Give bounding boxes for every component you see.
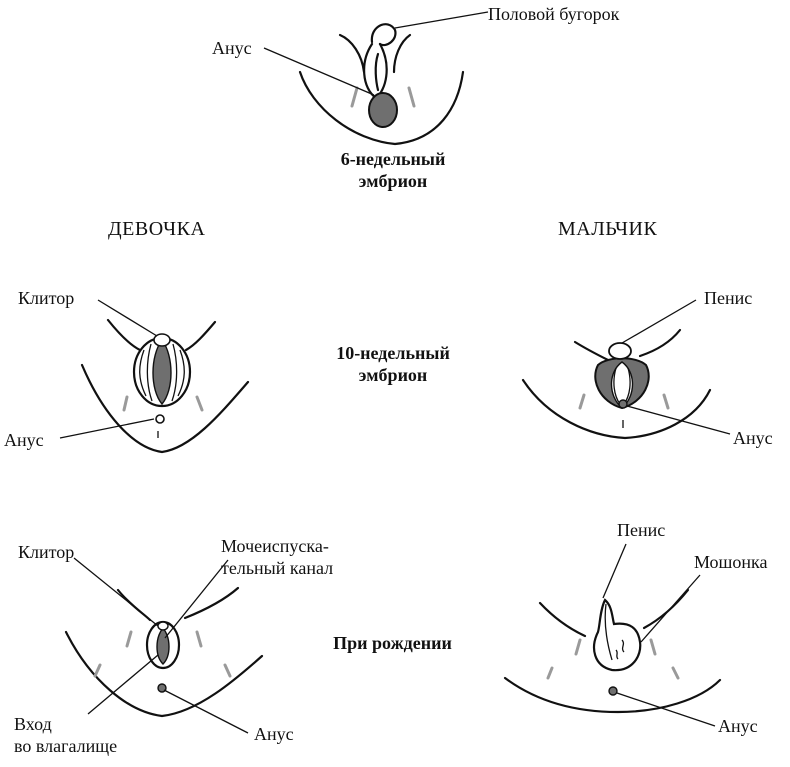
leader-clitoris-birth — [73, 557, 159, 627]
birth-girl-drawing — [64, 557, 264, 734]
label-anus-6w: Анус — [212, 38, 252, 58]
label-penis-10w: Пенис — [704, 288, 753, 308]
leader-vagina-entrance — [87, 654, 159, 715]
leader-anus-girl-birth — [163, 689, 249, 734]
label-anus-girl-birth: Анус — [254, 724, 294, 744]
stage-birth: При рождении — [333, 633, 452, 653]
label-anus-boy-10w: Анус — [733, 428, 773, 448]
leader-clitoris-10w — [97, 299, 158, 337]
label-clitoris-10w: Клитор — [18, 288, 75, 308]
label-anus-boy-birth: Анус — [718, 716, 758, 736]
label-genital-tubercle: Половой бугорок — [488, 4, 620, 24]
heading-boy: МАЛЬЧИК — [558, 218, 658, 240]
heading-girl: ДЕВОЧКА — [108, 218, 206, 240]
label-clitoris-birth: Клитор — [18, 542, 75, 562]
stage-week6: 6-недельный эмбрион — [340, 149, 446, 191]
week10-boy-drawing — [521, 299, 731, 440]
week6-drawing — [263, 11, 489, 146]
leader-tubercle — [394, 11, 489, 29]
week10-girl-drawing — [59, 299, 250, 454]
label-anus-girl-10w: Анус — [4, 430, 44, 450]
leader-anus-girl-10w — [59, 418, 155, 439]
label-urethra-birth: Мочеиспуска- тельный канал — [221, 536, 334, 578]
label-vagina-entrance: Вход во влагалище — [14, 714, 118, 756]
label-scrotum: Мошонка — [694, 552, 768, 572]
leader-scrotum — [640, 574, 701, 643]
label-penis-birth: Пенис — [617, 520, 666, 540]
birth-boy-drawing — [503, 543, 722, 727]
week6-anus-shape — [368, 92, 398, 128]
leader-penis-10w — [621, 299, 697, 344]
leader-penis-birth — [602, 543, 627, 599]
leader-anus-boy-10w — [626, 405, 731, 435]
stage-week10: 10-недельный эмбрион — [336, 343, 450, 385]
leader-anus-6w — [263, 47, 375, 96]
leader-anus-boy-birth — [616, 692, 716, 727]
leader-urethra-birth — [164, 559, 229, 639]
